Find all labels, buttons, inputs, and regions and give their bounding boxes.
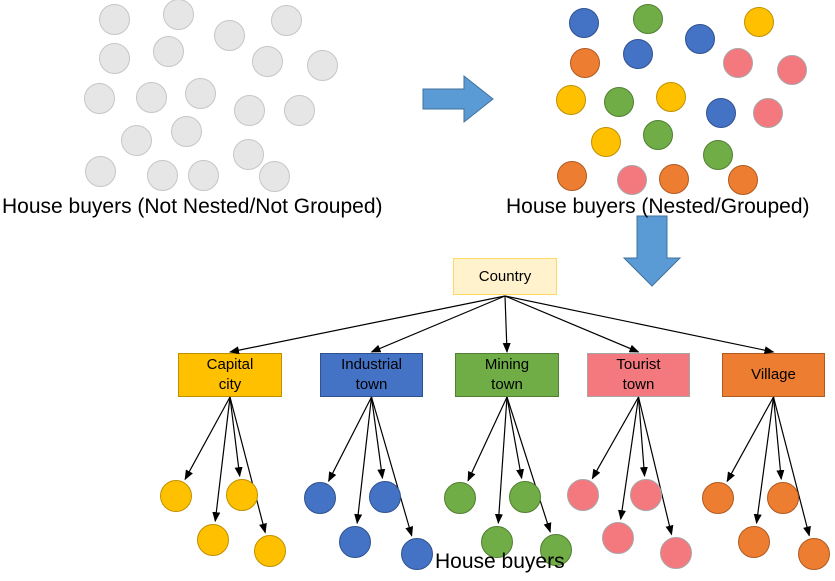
buyer-circle-blue [401,538,433,570]
buyer-circle-orange [738,526,770,558]
tree-edge-arrow [504,295,775,355]
buyer-circle-gray [98,3,130,35]
buyer-circle-orange [798,538,830,570]
buyer-circle-pink [602,522,634,554]
buyer-circle-blue [339,526,371,558]
buyer-circle-gray [146,159,178,191]
buyer-circle-gray [170,115,202,147]
tree-edge-arrow [229,295,506,355]
buyer-circle-orange [659,164,689,194]
buyer-circle-gray [135,81,167,113]
buyer-circle-blue [369,481,401,513]
buyer-circle-gray [187,159,219,191]
buyer-circle-green [444,482,476,514]
buyer-circle-green [509,481,541,513]
caption-not-grouped: House buyers (Not Nested/Not Grouped) [2,195,383,218]
buyer-circle-gray [270,4,302,36]
buyer-circle-gray [306,49,338,81]
buyer-circle-yellow [254,535,286,567]
buyer-circle-gray [251,45,283,77]
buyer-circle-gray [98,42,130,74]
tree-edge-arrow [726,396,775,483]
tree-edge-arrow [370,396,414,537]
tree-edge-arrow [506,396,524,480]
right-arrow [422,74,494,124]
tree-edge-arrow [467,396,508,482]
down-arrow [622,215,682,287]
buyer-circle-pink [723,48,753,78]
buyer-circle-gray [120,124,152,156]
buyer-circle-pink [777,55,807,85]
tree-edge-arrow [370,396,386,480]
buyer-circle-gray [152,35,184,67]
buyer-circle-yellow [226,479,258,511]
buyer-circle-pink [617,165,647,195]
buyer-circle-orange [767,482,799,514]
node-mining-town-label: Mining town [484,356,530,393]
buyer-circle-yellow [656,82,686,112]
tree-edge-arrow [772,396,785,481]
tree-edge-arrow [637,396,674,536]
caption-house-buyers: House buyers [435,550,565,573]
node-tourist-town: Tourist town [587,353,690,397]
node-capital-city: Capital city [178,353,282,397]
node-village-label: Village [751,366,796,383]
tree-edge-arrow [184,396,231,481]
buyer-circle-yellow [591,127,621,157]
tree-edge-arrow [354,396,373,525]
tree-edge-arrow [637,396,648,478]
buyer-circle-blue [569,8,599,38]
buyer-circle-yellow [744,7,774,37]
node-country: Country [453,258,557,295]
buyer-circle-blue [706,98,736,128]
caption-grouped: House buyers (Nested/Grouped) [506,195,810,218]
tree-edge-arrow [370,295,506,353]
buyer-circle-gray [83,82,115,114]
tree-edge-arrow [772,396,811,537]
buyer-circle-gray [283,94,315,126]
buyer-circle-orange [557,161,587,191]
tree-edge-arrow [229,396,267,534]
buyer-circle-orange [702,482,734,514]
buyer-circle-gray [233,94,265,126]
buyer-circle-gray [232,138,264,170]
buyer-circle-orange [570,48,600,78]
tree-edge-arrow [591,396,640,480]
tree-edge-arrow [504,295,640,353]
buyer-circle-pink [630,479,662,511]
buyer-circle-blue [623,39,653,69]
node-country-label: Country [478,267,532,285]
buyer-circle-green [633,4,663,34]
buyer-circle-blue [304,482,336,514]
node-tourist-town-label: Tourist town [616,356,661,393]
buyer-circle-gray [184,77,216,109]
node-capital-city-label: Capital city [206,356,254,393]
buyer-circle-green [643,120,673,150]
tree-edge-arrow [229,396,243,478]
buyer-circle-pink [567,479,599,511]
buyer-circle-green [604,87,634,117]
buyer-circle-blue [685,24,715,54]
buyer-circle-gray [258,160,290,192]
tree-edge-arrow [502,295,511,353]
buyer-circle-green [703,140,733,170]
node-village: Village [722,353,825,397]
buyer-circle-yellow [197,524,229,556]
buyer-circle-gray [84,155,116,187]
tree-edge-arrow [494,396,508,525]
buyer-circle-pink [753,98,783,128]
buyer-circle-yellow [160,480,192,512]
buyer-circle-yellow [556,85,586,115]
node-industrial-town-label: Industrial town [341,356,402,393]
node-mining-town: Mining town [455,353,559,397]
node-industrial-town: Industrial town [320,353,423,397]
buyer-circle-green [540,534,572,566]
tree-edge-arrow [328,396,373,482]
buyer-circle-pink [660,537,692,569]
buyer-circle-orange [728,165,758,195]
buyer-circle-gray [213,19,245,51]
buyer-circle-gray [162,0,194,30]
